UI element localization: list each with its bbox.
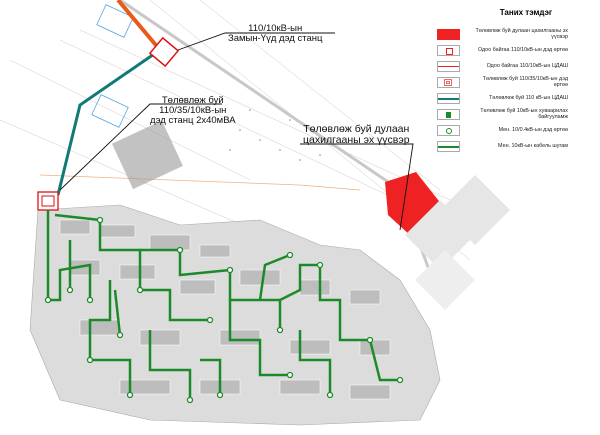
green-distribution-box-icon	[437, 109, 460, 121]
legend-item-label: Одоо байгаа 110/10кВ-ын дэд өртөө	[477, 46, 568, 53]
red-double-square-icon	[437, 77, 460, 89]
planned-substation-icon	[37, 191, 59, 211]
legend-item: Төлөвлөж буй дулаан цахилгааны эх үүсвэр	[432, 27, 600, 43]
legend-item-label: Төлөвлөж буй 110 кВ-ын ЦДАШ	[489, 94, 568, 101]
teal-line-icon	[437, 93, 460, 105]
red-line-icon	[437, 61, 460, 73]
dense-housing-block	[111, 120, 183, 190]
legend-item-label: Мен. 10кВ-ын кабель шугам	[498, 142, 568, 149]
legend: Таних тэмдэг Төлөвлөж буй дулаан цахилга…	[432, 8, 600, 155]
legend-item: Мен. 10кВ-ын кабель шугам	[432, 139, 600, 155]
legend-item: Мен. 10/0.4кВ-ын дэд өртөө	[432, 123, 600, 139]
label-line: 110/35/10кВ-ын	[159, 105, 227, 116]
label-heat-plant: Төлөвлөж буй дулаан цахилгааны эх үүсвэр	[303, 124, 410, 146]
label-zamyn-uud-substation: 110/10кВ-ын Замын-Үүд дэд станц	[228, 24, 322, 44]
legend-item-label: Мен. 10/0.4кВ-ын дэд өртөө	[498, 126, 568, 133]
legend-item: Одоо байгаа 110/10кВ-ын ЦДАШ	[432, 59, 600, 75]
legend-item-label: Төлөвлөж буй дулаан цахилгааны эх үүсвэр	[475, 27, 568, 40]
label-line: Замын-Үүд дэд станц	[228, 33, 323, 44]
10kv-cable-network	[46, 210, 400, 400]
label-line: 110/10кВ-ын	[248, 23, 303, 34]
gray-parcel	[415, 250, 475, 310]
label-line: дэд станц 2х40мВА	[150, 115, 236, 126]
planned-110kv-line	[56, 50, 158, 196]
road-orange	[39, 174, 361, 191]
green-line-icon	[437, 141, 460, 153]
leader-lines	[59, 32, 414, 231]
urban-area	[29, 204, 441, 426]
legend-item: Төлөвлөж буй 110/35/10кВ-ын дэд өртөө	[432, 75, 600, 91]
legend-item: Одоо байгаа 110/10кВ-ын дэд өртөө	[432, 43, 600, 59]
legend-title: Таних тэмдэг	[499, 8, 553, 17]
existing-110kv-line	[116, 0, 162, 52]
label-line: Төлөвлөж буй	[161, 95, 224, 106]
legend-item-label: Одоо байгаа 110/10кВ-ын ЦДАШ	[486, 62, 568, 69]
legend-item: Төлөвлөж буй 110 кВ-ын ЦДАШ	[432, 91, 600, 107]
zamyn-uud-substation	[148, 36, 180, 68]
blue-parcel	[96, 4, 134, 38]
red-square-outline-icon	[437, 45, 460, 57]
legend-item-label: Төлөвлөж буй 110/35/10кВ-ын дэд өртөө	[482, 75, 568, 88]
blue-parcel	[91, 94, 129, 128]
label-line: цахилгааны эх үүсвэр	[303, 134, 410, 146]
settlement-dots	[229, 109, 321, 161]
substations-10-0.4kv	[44, 216, 404, 404]
label-planned-substation: Төлөвлөж буй 110/35/10кВ-ын дэд станц 2х…	[150, 96, 236, 126]
green-ring-icon	[437, 125, 460, 137]
legend-item-label: Төлөвлөж буй 10кВ-ын хуваарилах байгуула…	[480, 107, 568, 120]
label-line: Төлөвлөж буй дулаан	[303, 123, 410, 135]
gray-parcel	[440, 175, 510, 245]
red-fill-swatch-icon	[437, 29, 460, 41]
legend-item: Төлөвлөж буй 10кВ-ын хуваарилах байгуула…	[432, 107, 600, 123]
